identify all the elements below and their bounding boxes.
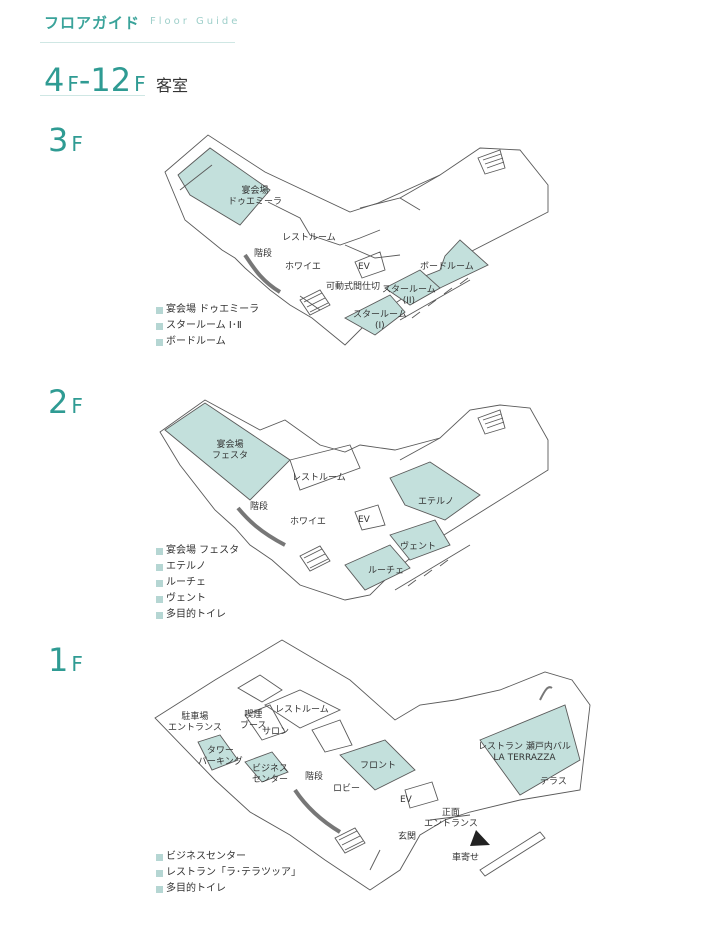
f3-banquet-fill [177, 147, 271, 226]
legend-swatch [156, 547, 163, 555]
f1-genkan-label: 玄関 [398, 832, 417, 842]
f1-main-entrance-label: 正面エントランス [424, 808, 478, 829]
legend-swatch [156, 611, 163, 619]
legend-swatch [156, 322, 163, 330]
legend-item: 宴会場 フェスタ [156, 543, 239, 559]
legend-item: エテルノ [156, 559, 239, 575]
f2-legend: 宴会場 フェスタ エテルノ ルーチェ ヴェント 多目的トイレ [156, 543, 239, 623]
f1-stairs-label: 階段 [305, 772, 324, 782]
f1-salon-label: サロン [262, 727, 290, 737]
f2-luce-label: ルーチェ [368, 566, 405, 576]
legend-item: ビジネスセンター [156, 849, 301, 865]
legend-swatch [156, 595, 163, 603]
f1-lobby-label: ロビー [333, 784, 361, 794]
legend-item: レストラン「ラ･テラツッア」 [156, 865, 301, 881]
legend-swatch [156, 338, 163, 346]
f3-stairs-label: 階段 [254, 249, 273, 259]
f1-terrace-label: テラス [540, 777, 567, 787]
f2-restroom-label: レストルーム [292, 473, 346, 483]
f2-luce-fill [344, 544, 411, 591]
f1-tower-label: タワーパーキング [198, 746, 243, 767]
legend-swatch [156, 306, 163, 314]
f1-business-label: ビジネスセンター [252, 764, 289, 785]
f1-front-label: フロント [360, 761, 397, 771]
f2-eterno-label: エテルノ [418, 497, 455, 507]
floor-1-plan [154, 639, 591, 891]
floor-4-12-label: 客室 [156, 76, 189, 95]
f1-tower-fill [197, 734, 239, 771]
legend-item: 多目的トイレ [156, 881, 301, 897]
f3-star1-label: スタールーム(I) [353, 310, 407, 331]
f3-star2-label: スタールーム(II) [382, 285, 436, 306]
f2-eterno-fill [389, 461, 481, 521]
f3-board-label: ボードルーム [420, 262, 474, 272]
floor-2-plan [159, 399, 549, 601]
f1-restaurant-fill [479, 704, 581, 796]
f2-vento-label: ヴェント [400, 542, 437, 552]
legend-swatch [156, 869, 163, 877]
f1-restroom-label: レストルーム [275, 705, 329, 715]
floor-4-12-divider [40, 95, 145, 96]
page-subtitle: Floor Guide [150, 16, 241, 27]
f1-carpark-label: 車寄せ [452, 853, 480, 863]
legend-item: 宴会場 ドゥエミーラ [156, 302, 259, 318]
f1-legend: ビジネスセンター レストラン「ラ･テラツッア」 多目的トイレ [156, 849, 301, 897]
f3-legend: 宴会場 ドゥエミーラ スタールーム Ⅰ･Ⅱ ボードルーム [156, 302, 259, 350]
f3-banquet-label: 宴会場ドゥエミーラ [228, 186, 283, 207]
legend-item: 多目的トイレ [156, 607, 239, 623]
f3-star2-fill [384, 269, 441, 306]
f3-restroom-label: レストルーム [282, 233, 336, 243]
f2-banquet-label: 宴会場フェスタ [212, 440, 249, 461]
f2-stairs-label: 階段 [250, 502, 269, 512]
f3-partition-label: 可動式間仕切 [326, 282, 381, 292]
car-arrow-icon [470, 830, 490, 846]
f1-business-fill [244, 751, 289, 783]
f1-parking-entrance-label: 駐車場エントランス [168, 712, 222, 733]
legend-swatch [156, 579, 163, 587]
page-title: フロアガイド [44, 14, 141, 32]
f3-foyer-label: ホワイエ [285, 262, 321, 272]
f3-ev-label: EV [358, 262, 370, 272]
legend-swatch [156, 885, 163, 893]
header-divider [40, 42, 235, 43]
f1-front-fill [339, 739, 416, 791]
legend-swatch [156, 853, 163, 861]
legend-item: ヴェント [156, 591, 239, 607]
f1-ev-label: EV [400, 795, 412, 805]
floor-3-plan [164, 134, 549, 346]
f2-ev-label: EV [358, 515, 370, 525]
f2-foyer-label: ホワイエ [290, 517, 326, 527]
legend-swatch [156, 563, 163, 571]
f3-star1-fill [344, 294, 406, 336]
legend-item: ボードルーム [156, 334, 259, 350]
f2-vento-fill [389, 519, 451, 561]
legend-item: ルーチェ [156, 575, 239, 591]
f1-smoking-label: 喫煙ブース [240, 710, 267, 731]
legend-item: スタールーム Ⅰ･Ⅱ [156, 318, 259, 334]
